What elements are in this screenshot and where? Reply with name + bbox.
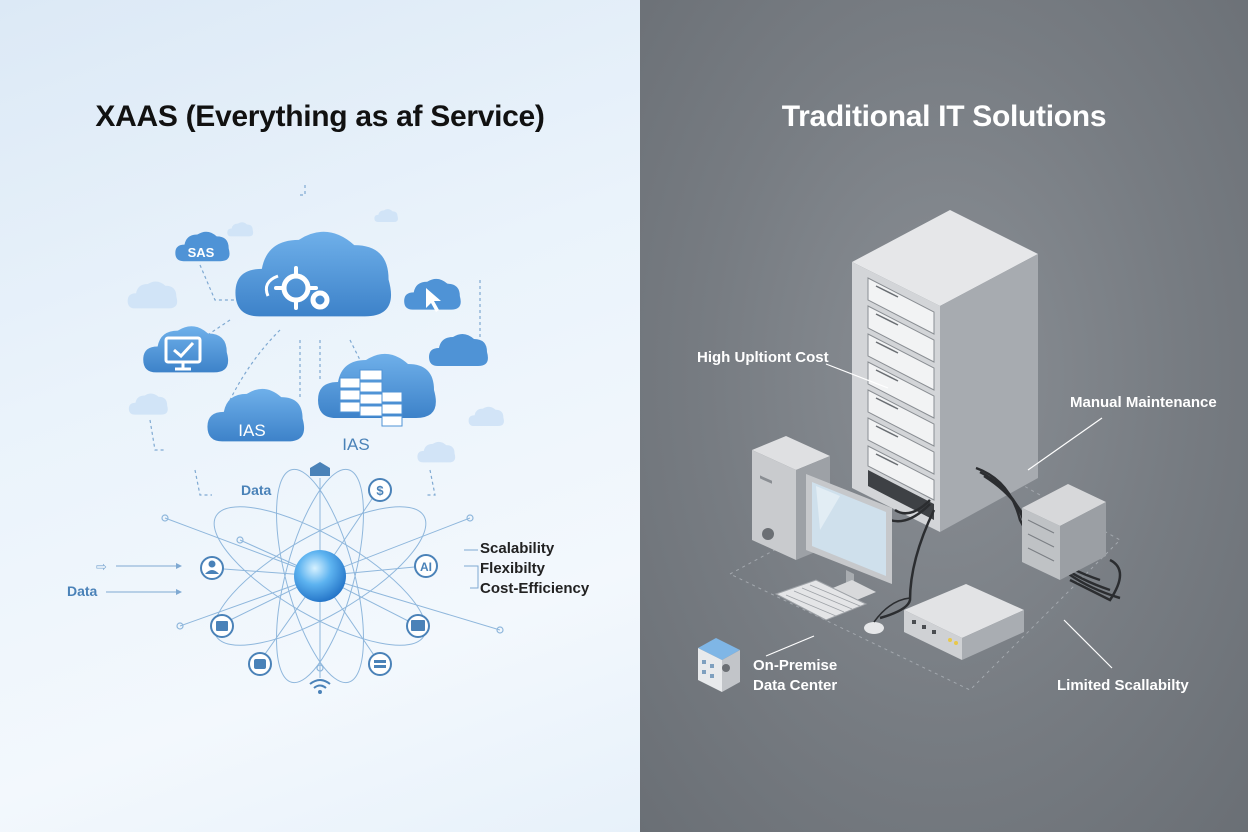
dashed-connectors [149, 185, 481, 496]
server-rack-icon [852, 210, 1038, 532]
xaas-panel: XAAS (Everything as af Service) [0, 0, 640, 832]
iaas-cloud-icon: IAS [207, 388, 305, 442]
monitor-icon [806, 474, 892, 602]
mouse-icon [864, 622, 884, 634]
ai-node-label: AI [420, 560, 432, 574]
callout-upfront-cost: High Upltiont Cost [697, 349, 829, 366]
traditional-it-illustration [698, 210, 1122, 692]
data-arrow-icon: ⇨ [96, 559, 107, 574]
benefit-flexibility: Flexibilty [480, 560, 546, 577]
main-cloud-gears-icon [235, 231, 392, 317]
server-cloud-icon [318, 353, 436, 427]
xaas-title: XAAS (Everything as af Service) [95, 100, 545, 133]
ai-node-icon [414, 554, 438, 578]
keyboard-icon [774, 579, 868, 621]
callout-limited-scalability: Limited Scallabilty [1057, 677, 1189, 694]
saas-cloud-icon: SAS [175, 231, 230, 262]
network-switch-icon [904, 584, 1024, 660]
xaas-illustration: SAS IAS [96, 185, 504, 694]
callout-data-center-line1: On-Premise [753, 657, 838, 674]
data-label-left: Data [67, 583, 98, 599]
saas-cloud-label: SAS [188, 245, 215, 260]
data-center-building-icon [698, 638, 740, 692]
user-node-icon [200, 556, 224, 580]
callout-data-center-line2: Data Center [753, 677, 838, 694]
storage-node-icon [368, 652, 392, 676]
callout-lines [765, 363, 1113, 669]
top-node-icon [310, 462, 330, 476]
monitor-cloud-icon [143, 326, 229, 373]
dollar-node-icon [368, 478, 392, 502]
svg-text:$: $ [376, 483, 384, 498]
traditional-it-panel: Traditional IT Solutions [640, 0, 1248, 832]
iaas-cloud-label: IAS [238, 421, 265, 440]
wifi-icon [309, 679, 331, 689]
benefit-scalability: Scalability [480, 540, 555, 557]
storage-box-icon [1022, 484, 1106, 580]
iaas-text-label: IAS [342, 435, 369, 454]
traditional-it-title: Traditional IT Solutions [781, 100, 1107, 133]
small-cloud-icon [429, 333, 488, 366]
central-hub-icon [294, 550, 346, 602]
callout-manual-maintenance: Manual Maintenance [1070, 394, 1217, 411]
cursor-cloud-icon [404, 278, 461, 312]
data-label-top: Data [241, 482, 272, 498]
benefit-cost-efficiency: Cost-Efficiency [480, 580, 590, 597]
